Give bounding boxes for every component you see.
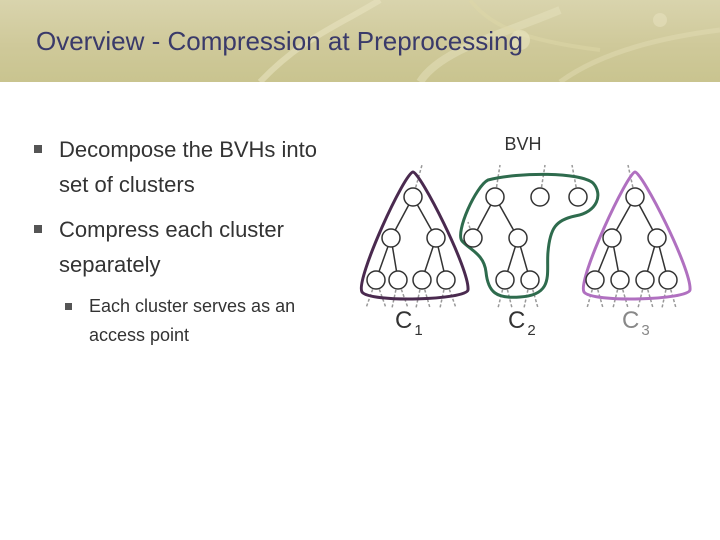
tree-node [520,270,540,290]
bvh-label: BVH [504,134,541,154]
header-background-art [257,0,720,82]
tree-node [625,187,645,207]
sub-bullet-text: Each cluster serves as an access point [89,296,296,345]
tree-node [647,228,667,248]
square-bullet-icon [34,145,42,153]
bullet-decompose: Decompose the BVHs into set of clusters [30,132,350,202]
cluster-label-base: C [622,307,639,334]
tree-node [508,228,528,248]
svg-text:C1: C1 [395,307,423,339]
cluster-label-base: C [395,307,412,334]
svg-text:C2: C2 [508,307,536,339]
slide-title: Overview - Compression at Preprocessing [36,26,523,56]
bullet-text: Compress each cluster separately [59,217,284,277]
tree-node [530,187,550,207]
cluster-outline-c3 [581,170,692,301]
cluster-label-base: C [508,307,525,334]
tree-node [426,228,446,248]
tree-node [366,270,386,290]
tree-node [485,187,505,207]
square-bullet-icon [65,303,72,310]
sub-bullet-access-point: Each cluster serves as an access point [29,292,350,350]
tree-node [585,270,605,290]
square-bullet-icon [34,225,42,233]
tree-node [602,228,622,248]
bullet-list: Decompose the BVHs into set of clusters … [30,132,350,350]
cluster-label-sub: 2 [527,322,535,339]
tree-node [388,270,408,290]
bullet-text: Decompose the BVHs into set of clusters [59,137,318,197]
tree-node [412,270,432,290]
tree-node [403,187,423,207]
tree-node [610,270,630,290]
cluster-outline-c1 [359,170,470,301]
tree-node [463,228,483,248]
tree-node [495,270,515,290]
tree-node [635,270,655,290]
bullet-compress: Compress each cluster separately [30,212,350,282]
tree-nodes [366,187,678,290]
cluster-label-sub: 3 [641,322,649,339]
tree-node [436,270,456,290]
cluster-outlines [359,170,692,301]
svg-text:C3: C3 [622,307,650,339]
tree-node [658,270,678,290]
tree-node [381,228,401,248]
tree-node [568,187,588,207]
title-bar: Overview - Compression at Preprocessing [0,0,720,82]
cluster-label-sub: 1 [414,322,422,339]
cluster-outline-c2 [459,172,600,299]
